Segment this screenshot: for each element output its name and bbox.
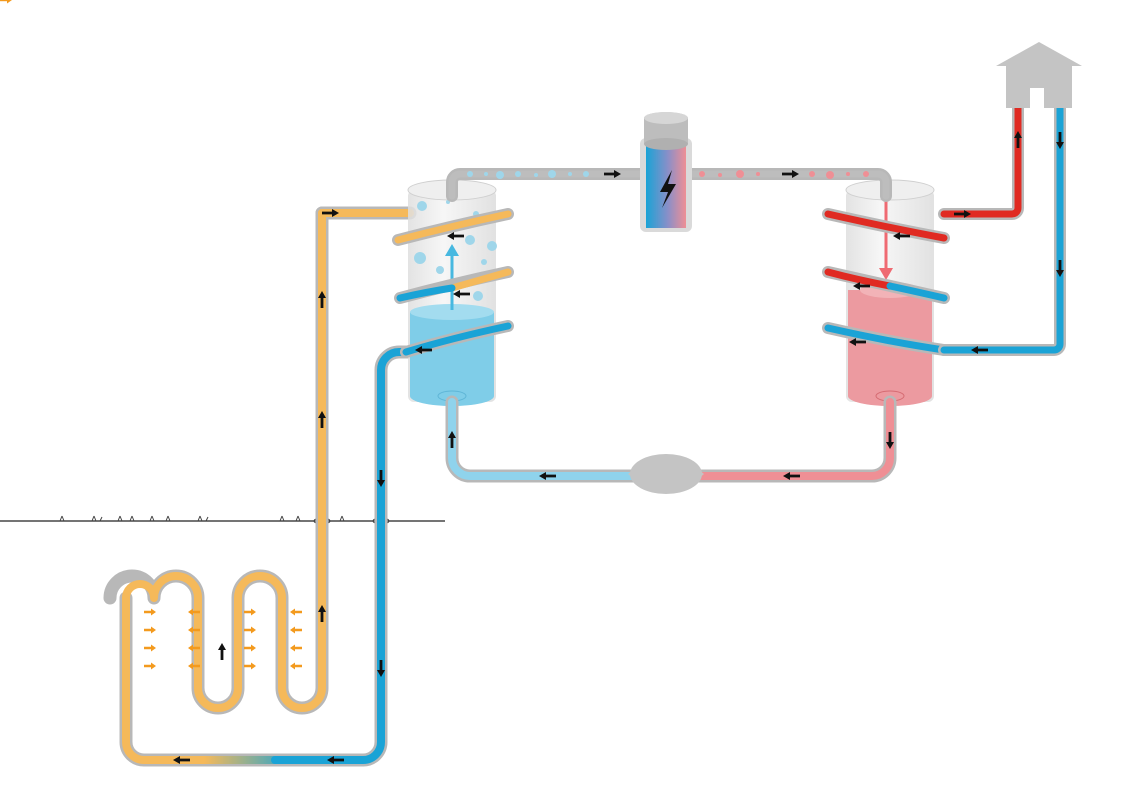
flow-arrow-icon [322,209,339,217]
lightning-bolt-icon [660,170,676,208]
heat-arrow-icon [290,662,302,670]
ground-heat-arrows [0,0,12,4]
flow-arrow-icon [448,431,456,448]
heat-arrow-icon [244,644,256,652]
heat-arrow-icon [244,626,256,634]
flow-arrow-icon [453,290,470,298]
flow-arrow-icon [1056,260,1064,277]
compressor [640,112,692,232]
condenser-vessel [822,179,950,406]
house-loop [938,102,1066,356]
flow-arrow-icon [377,660,385,677]
evaporator-vessel [392,179,514,406]
flow-arrow-icon [318,291,326,308]
flow-arrow-icon [327,756,344,764]
heat-arrow-icon [188,644,200,652]
flow-arrow-icon [318,605,326,622]
heat-arrow-icon [188,626,200,634]
flow-arrow-icon [415,346,432,354]
flow-arrow-icon [971,346,988,354]
flow-arrow-icon [954,210,971,218]
flow-arrow-icon [853,282,870,290]
flow-arrow-icon [218,643,226,660]
liquid-line [445,395,897,494]
ground-surface [0,515,445,525]
flow-arrow-icon [539,472,556,480]
grass-tufts [59,515,345,522]
heat-arrow-icon [144,608,156,616]
heat-arrow-icon [188,662,200,670]
flow-arrow-icon [318,411,326,428]
heat-arrow-icon [290,626,302,634]
flow-arrow-icon [886,432,894,449]
house-icon [996,42,1082,108]
flow-arrows [173,131,1064,764]
heat-arrow-icon [244,608,256,616]
flow-arrow-icon [1056,132,1064,149]
valve-icon [630,454,702,494]
heat-arrow-icon [244,662,256,670]
heat-arrow-icon [290,608,302,616]
heat-arrow-icon [144,626,156,634]
flow-arrow-icon [782,170,799,178]
flow-arrow-icon [783,472,800,480]
flow-arrow-icon [849,338,866,346]
flow-arrow-icon [893,232,910,240]
heat-arrow-icon [144,662,156,670]
flow-arrow-icon [173,756,190,764]
flow-arrow-icon [604,170,621,178]
flow-arrow-icon [1014,131,1022,148]
ground-loop [103,206,423,767]
flow-arrow-icon [377,470,385,487]
flow-arrow-icon [447,232,464,240]
heat-arrow-icon [290,644,302,652]
heat-arrows [144,608,302,670]
heat-arrow-icon [144,644,156,652]
heat-arrow-icon [188,608,200,616]
